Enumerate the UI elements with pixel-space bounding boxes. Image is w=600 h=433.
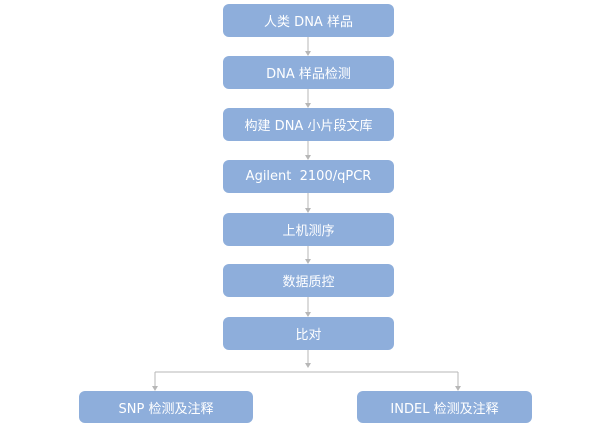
step-label: DNA 样品检测	[266, 67, 351, 82]
step-label: SNP 检测及注释	[118, 401, 214, 417]
step-label: Agilent 2100/qPCR	[245, 169, 372, 184]
step-label: 人类 DNA 样品	[264, 15, 353, 30]
step-label: 构建 DNA 小片段文库	[244, 119, 373, 134]
step-indel-detection: INDEL 检测及注释	[357, 391, 532, 423]
step-label: 上机测序	[282, 224, 335, 239]
step-label: 比对	[295, 328, 322, 343]
step-snp-detection: SNP 检测及注释	[79, 391, 253, 423]
step-human-dna-sample: 人类 DNA 样品	[223, 4, 394, 37]
connector-branch	[152, 350, 461, 391]
step-data-qc: 数据质控	[223, 264, 394, 297]
connector-6-7	[305, 297, 311, 317]
connector-2-3	[305, 89, 311, 108]
connector-1-2	[305, 37, 311, 56]
connector-3-4	[305, 141, 311, 160]
step-dna-sample-check: DNA 样品检测	[223, 56, 394, 89]
step-agilent-qpcr: Agilent 2100/qPCR	[223, 160, 394, 193]
step-label: INDEL 检测及注释	[390, 401, 499, 417]
step-sequencing: 上机测序	[223, 213, 394, 246]
step-build-library: 构建 DNA 小片段文库	[223, 108, 394, 141]
step-label: 数据质控	[282, 275, 335, 290]
step-alignment: 比对	[223, 317, 394, 350]
connector-5-6	[305, 246, 311, 264]
connector-4-5	[305, 193, 311, 213]
